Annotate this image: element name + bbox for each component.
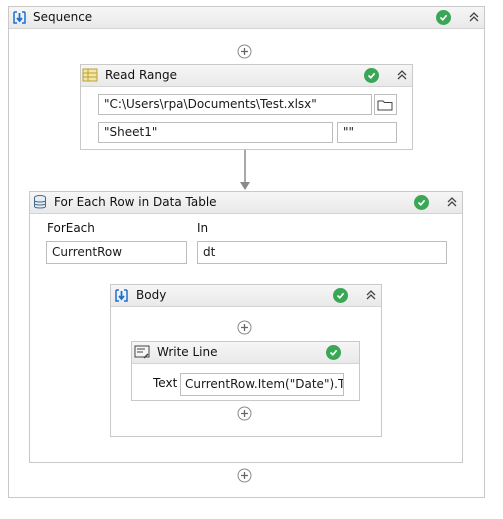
add-activity-plus-icon[interactable]	[237, 468, 252, 483]
add-activity-plus-icon[interactable]	[237, 406, 252, 421]
add-activity-plus-icon[interactable]	[237, 44, 252, 59]
workbook-path-input[interactable]: "C:\Users\rpa\Documents\Test.xlsx"	[98, 94, 372, 115]
body-header[interactable]: Body	[111, 285, 381, 307]
check-circle-icon	[333, 288, 348, 303]
double-chevron-up-icon[interactable]	[363, 287, 379, 303]
for-each-row-header[interactable]: For Each Row in Data Table	[30, 192, 462, 214]
check-circle-icon	[436, 10, 451, 25]
double-chevron-up-icon[interactable]	[394, 67, 410, 83]
add-activity-plus-icon[interactable]	[237, 320, 252, 335]
sequence-icon	[13, 11, 26, 24]
in-label: In	[197, 221, 209, 235]
browse-file-button[interactable]	[374, 94, 397, 115]
sequence-icon	[115, 289, 128, 302]
write-line-icon	[134, 345, 150, 359]
body-title: Body	[136, 288, 167, 302]
read-range-activity[interactable]: Read Range "C:\Users\rpa\Documents\Test.…	[80, 64, 413, 150]
for-each-row-title: For Each Row in Data Table	[54, 195, 217, 209]
double-chevron-up-icon[interactable]	[466, 9, 482, 25]
write-line-header[interactable]: Write Line	[132, 342, 359, 364]
check-circle-icon	[326, 345, 341, 360]
read-range-title: Read Range	[105, 68, 177, 82]
read-range-header[interactable]: Read Range	[81, 65, 412, 87]
folder-icon	[377, 100, 393, 111]
range-input[interactable]: ""	[337, 122, 397, 143]
connector-arrow	[240, 150, 250, 190]
excel-read-range-icon	[82, 68, 98, 82]
datatable-input[interactable]: dt	[197, 241, 447, 264]
text-value-input[interactable]: CurrentRow.Item("Date").ToS	[180, 373, 344, 396]
item-variable-input[interactable]: CurrentRow	[46, 241, 187, 264]
check-circle-icon	[364, 68, 379, 83]
write-line-title: Write Line	[157, 345, 218, 359]
sequence-title: Sequence	[33, 10, 93, 24]
text-label: Text	[153, 376, 178, 390]
sequence-header[interactable]: Sequence	[9, 7, 484, 29]
datatable-icon	[34, 195, 46, 209]
write-line-activity[interactable]: Write Line Text CurrentRow.Item("Date").…	[131, 341, 360, 401]
double-chevron-up-icon[interactable]	[444, 194, 460, 210]
foreach-label: ForEach	[47, 221, 95, 235]
sheet-name-input[interactable]: "Sheet1"	[98, 122, 333, 143]
check-circle-icon	[414, 195, 429, 210]
